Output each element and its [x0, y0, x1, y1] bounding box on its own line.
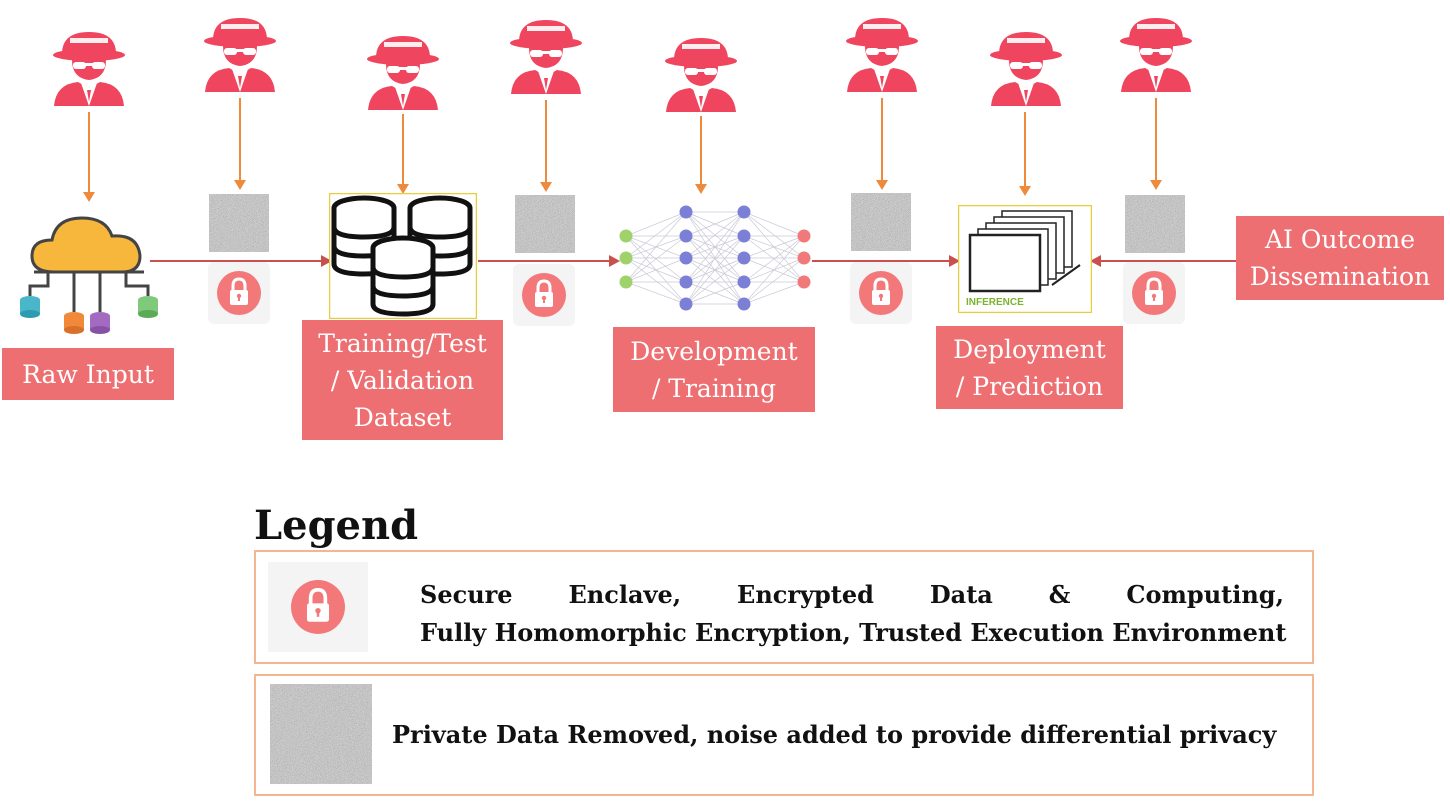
cloud-database-icon: [20, 216, 158, 334]
nn-node: [679, 229, 693, 243]
attacker-icon: [53, 32, 125, 106]
nn-node: [797, 229, 811, 243]
noise-square-icon: [851, 193, 911, 251]
attacker-icon: [1120, 18, 1192, 92]
nn-edge: [625, 211, 687, 237]
legend-noise-icon: [270, 684, 372, 784]
nn-edge: [685, 211, 745, 305]
lock-icon: [850, 262, 912, 324]
nn-edge: [625, 235, 687, 283]
nn-edge: [685, 211, 745, 283]
nn-edge: [685, 235, 745, 283]
stage-label-dataset: Training/Test / Validation Dataset: [302, 320, 503, 440]
neural-network-icon: [619, 205, 811, 311]
nn-edge: [743, 235, 805, 283]
nn-edge: [685, 211, 745, 259]
attack-arrow: [1019, 112, 1031, 196]
attacker-icon: [665, 38, 737, 112]
nn-edge: [743, 235, 805, 305]
nn-edge: [685, 235, 745, 305]
stage-label-outcome: AI Outcome Dissemination: [1236, 216, 1444, 300]
attack-arrow: [234, 98, 246, 190]
legend-secure-box: Secure Enclave, Encrypted Data & Computi…: [254, 550, 1314, 664]
nn-node: [737, 275, 751, 289]
legend-title: Legend: [254, 502, 419, 549]
lock-icon: [208, 262, 270, 324]
nn-node: [797, 251, 811, 265]
attacker-icon: [510, 20, 582, 94]
flow-arrow: [812, 255, 960, 267]
attacker-icon: [367, 36, 439, 110]
nn-edge: [743, 235, 805, 259]
nn-node: [619, 275, 633, 289]
attack-arrow: [540, 100, 552, 192]
attacker-icon: [846, 18, 918, 92]
legend-secure-text: Secure Enclave, Encrypted Data & Computi…: [420, 576, 1287, 652]
nn-node: [737, 205, 751, 219]
nn-edge: [743, 211, 805, 237]
nn-node: [679, 275, 693, 289]
inference-label: INFERENCE: [966, 297, 1024, 308]
nn-edge: [625, 281, 687, 305]
nn-node: [679, 297, 693, 311]
lock-icon: [1123, 262, 1185, 324]
legend-noise-text: Private Data Removed, noise added to pro…: [392, 720, 1277, 749]
nn-node: [797, 275, 811, 289]
noise-square-icon: [515, 195, 575, 253]
nn-edge: [685, 211, 745, 237]
nn-edge: [625, 211, 687, 283]
nn-node: [679, 205, 693, 219]
stage-label-raw-input: Raw Input: [2, 348, 174, 400]
nn-node: [619, 251, 633, 265]
legend-secure-line2: Fully Homomorphic Encryption, Trusted Ex…: [420, 618, 1287, 647]
lock-icon: [513, 264, 575, 326]
noise-square-icon: [209, 194, 269, 252]
flow-arrow: [1090, 255, 1236, 267]
nn-edge: [625, 257, 687, 283]
attack-arrow: [83, 112, 95, 202]
stage-label-deployment: Deployment / Prediction: [936, 326, 1123, 409]
attacker-icon: [204, 18, 276, 92]
inference-icon: INFERENCE: [958, 205, 1092, 313]
stage-label-development: Development / Training: [613, 327, 815, 412]
nn-edge: [625, 211, 687, 259]
legend-noise-box: Private Data Removed, noise added to pro…: [254, 674, 1314, 796]
nn-edge: [743, 257, 805, 305]
nn-edge: [685, 281, 745, 305]
nn-edge: [743, 281, 805, 305]
nn-edge: [743, 211, 805, 259]
attacker-icon: [990, 32, 1062, 106]
flow-arrow: [478, 255, 620, 267]
nn-node: [737, 229, 751, 243]
nn-edge: [625, 257, 687, 305]
database-stack-icon: [329, 193, 477, 319]
legend-secure-line1: Secure Enclave, Encrypted Data & Computi…: [420, 580, 1284, 609]
attack-arrow: [695, 116, 707, 194]
nn-node: [737, 297, 751, 311]
legend-lock-icon: [268, 562, 368, 652]
nn-node: [737, 251, 751, 265]
nn-node: [679, 251, 693, 265]
attack-arrow: [876, 98, 888, 190]
attack-arrow: [397, 114, 409, 194]
noise-square-icon: [1125, 195, 1185, 253]
flow-arrow: [150, 255, 332, 267]
nn-node: [619, 229, 633, 243]
nn-edge: [685, 257, 745, 305]
attack-arrow: [1150, 98, 1162, 190]
